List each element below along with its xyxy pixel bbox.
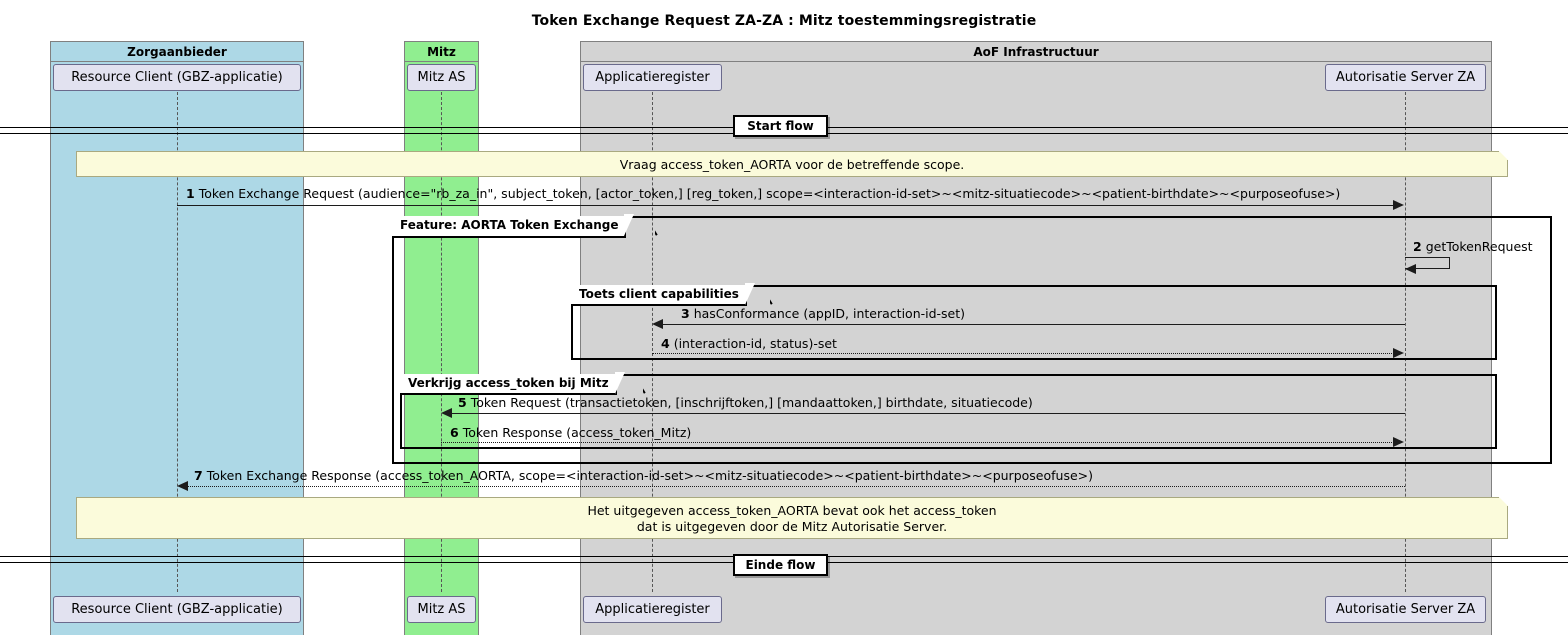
message-3-arrow-line bbox=[663, 324, 1405, 325]
box-header-label: AoF Infrastructuur bbox=[973, 45, 1099, 59]
message-3-label: 3 hasConformance (appID, interaction-id-… bbox=[681, 306, 965, 321]
message-1-label: 1 Token Exchange Request (audience="rb_z… bbox=[186, 186, 1340, 201]
participant-label: Resource Client (GBZ-applicatie) bbox=[71, 602, 283, 617]
message-4-text: (interaction-id, status)-set bbox=[673, 336, 837, 351]
group-frame-toets-client-capabilities bbox=[571, 285, 1497, 360]
group-tab-notch-feature bbox=[655, 216, 668, 242]
note-text: Vraag access_token_AORTA voor de betreff… bbox=[619, 157, 965, 172]
message-2-label: 2 getTokenRequest bbox=[1413, 239, 1533, 254]
divider-label-start-flow: Start flow bbox=[733, 115, 828, 137]
message-7-arrow-line bbox=[188, 486, 1405, 487]
participant-header-autorisatie-server-za[interactable]: Autorisatie Server ZA bbox=[1325, 64, 1486, 91]
box-header-zorgaanbieder: Zorgaanbieder bbox=[50, 41, 304, 62]
message-5-number: 5 bbox=[458, 395, 467, 410]
page-title: Token Exchange Request ZA-ZA : Mitz toes… bbox=[531, 13, 1037, 29]
lifeline-resource-client bbox=[177, 92, 178, 592]
participant-header-resource-client[interactable]: Resource Client (GBZ-applicatie) bbox=[53, 64, 301, 91]
message-5-label: 5 Token Request (transactietoken, [insch… bbox=[458, 395, 1033, 410]
participant-footer-resource-client[interactable]: Resource Client (GBZ-applicatie) bbox=[53, 596, 301, 623]
participant-label: Applicatieregister bbox=[595, 602, 710, 617]
message-5-arrowhead bbox=[441, 408, 452, 418]
message-4-label: 4 (interaction-id, status)-set bbox=[661, 336, 837, 351]
message-2-text: getTokenRequest bbox=[1425, 239, 1533, 254]
note-text: Het uitgegeven access_token_AORTA bevat … bbox=[587, 503, 997, 534]
message-1-arrowhead bbox=[1393, 200, 1404, 210]
participant-footer-autorisatie-server-za[interactable]: Autorisatie Server ZA bbox=[1325, 596, 1486, 623]
message-6-arrowhead bbox=[1393, 437, 1404, 447]
group-tab-feature-aorta-token-exchange: Feature: AORTA Token Exchange bbox=[392, 214, 635, 238]
message-1-text: Token Exchange Request (audience="rb_za_… bbox=[198, 186, 1341, 201]
message-4-arrow-line bbox=[652, 353, 1394, 354]
participant-label: Autorisatie Server ZA bbox=[1335, 602, 1476, 617]
message-7-label: 7 Token Exchange Response (access_token_… bbox=[194, 468, 1093, 483]
participant-header-mitz-as[interactable]: Mitz AS bbox=[407, 64, 476, 91]
lifeline-autorisatie-server-za bbox=[1405, 92, 1406, 592]
group-tab-toets-client-capabilities: Toets client capabilities bbox=[571, 283, 755, 306]
divider-label-einde-flow: Einde flow bbox=[733, 554, 828, 576]
group-frame-verkrijg-access-token-bij-mitz bbox=[400, 374, 1497, 449]
group-label: Toets client capabilities bbox=[579, 287, 739, 301]
message-1-arrow-line bbox=[177, 205, 1394, 206]
participant-label: Resource Client (GBZ-applicatie) bbox=[71, 70, 283, 85]
message-6-text: Token Response (access_token_Mitz) bbox=[462, 425, 692, 440]
participant-label: Autorisatie Server ZA bbox=[1335, 70, 1476, 85]
box-header-label: Zorgaanbieder bbox=[127, 45, 227, 59]
box-header-mitz: Mitz bbox=[404, 41, 479, 62]
message-2-number: 2 bbox=[1413, 239, 1422, 254]
group-tab-verkrijg-access-token-bij-mitz: Verkrijg access_token bij Mitz bbox=[400, 372, 625, 395]
participant-footer-applicatieregister[interactable]: Applicatieregister bbox=[583, 596, 722, 623]
message-2-self-loop bbox=[1405, 257, 1450, 269]
message-7-arrowhead bbox=[177, 481, 188, 491]
message-3-arrowhead bbox=[652, 319, 663, 329]
message-6-label: 6 Token Response (access_token_Mitz) bbox=[450, 425, 691, 440]
participant-header-applicatieregister[interactable]: Applicatieregister bbox=[583, 64, 722, 91]
message-3-text: hasConformance (appID, interaction-id-se… bbox=[693, 306, 966, 321]
group-label: Feature: AORTA Token Exchange bbox=[400, 218, 619, 232]
message-3-number: 3 bbox=[681, 306, 690, 321]
message-4-number: 4 bbox=[661, 336, 670, 351]
note-fold-corner bbox=[1499, 151, 1508, 160]
box-header-label: Mitz bbox=[427, 45, 456, 59]
group-label: Verkrijg access_token bij Mitz bbox=[408, 376, 609, 390]
message-5-text: Token Request (transactietoken, [inschri… bbox=[470, 395, 1033, 410]
message-4-arrowhead bbox=[1393, 348, 1404, 358]
divider-text: Einde flow bbox=[745, 558, 816, 572]
participant-footer-mitz-as[interactable]: Mitz AS bbox=[407, 596, 476, 623]
message-7-text: Token Exchange Response (access_token_AO… bbox=[206, 468, 1094, 483]
note-fold-corner bbox=[1499, 497, 1508, 506]
box-header-aof: AoF Infrastructuur bbox=[580, 41, 1492, 62]
note-bottom: Het uitgegeven access_token_AORTA bevat … bbox=[76, 497, 1508, 539]
lifeline-applicatieregister bbox=[652, 92, 653, 592]
participant-label: Applicatieregister bbox=[595, 70, 710, 85]
participant-label: Mitz AS bbox=[417, 602, 466, 617]
message-5-arrow-line bbox=[452, 413, 1405, 414]
message-7-number: 7 bbox=[194, 468, 203, 483]
lifeline-mitz-as bbox=[441, 92, 442, 592]
message-1-number: 1 bbox=[186, 186, 195, 201]
message-6-arrow-line bbox=[441, 442, 1394, 443]
group-frame-feature-aorta-token-exchange bbox=[392, 216, 1552, 464]
message-6-number: 6 bbox=[450, 425, 459, 440]
message-2-arrowhead bbox=[1405, 264, 1416, 274]
divider-text: Start flow bbox=[747, 119, 814, 133]
note-top: Vraag access_token_AORTA voor de betreff… bbox=[76, 151, 1508, 177]
participant-label: Mitz AS bbox=[417, 70, 466, 85]
